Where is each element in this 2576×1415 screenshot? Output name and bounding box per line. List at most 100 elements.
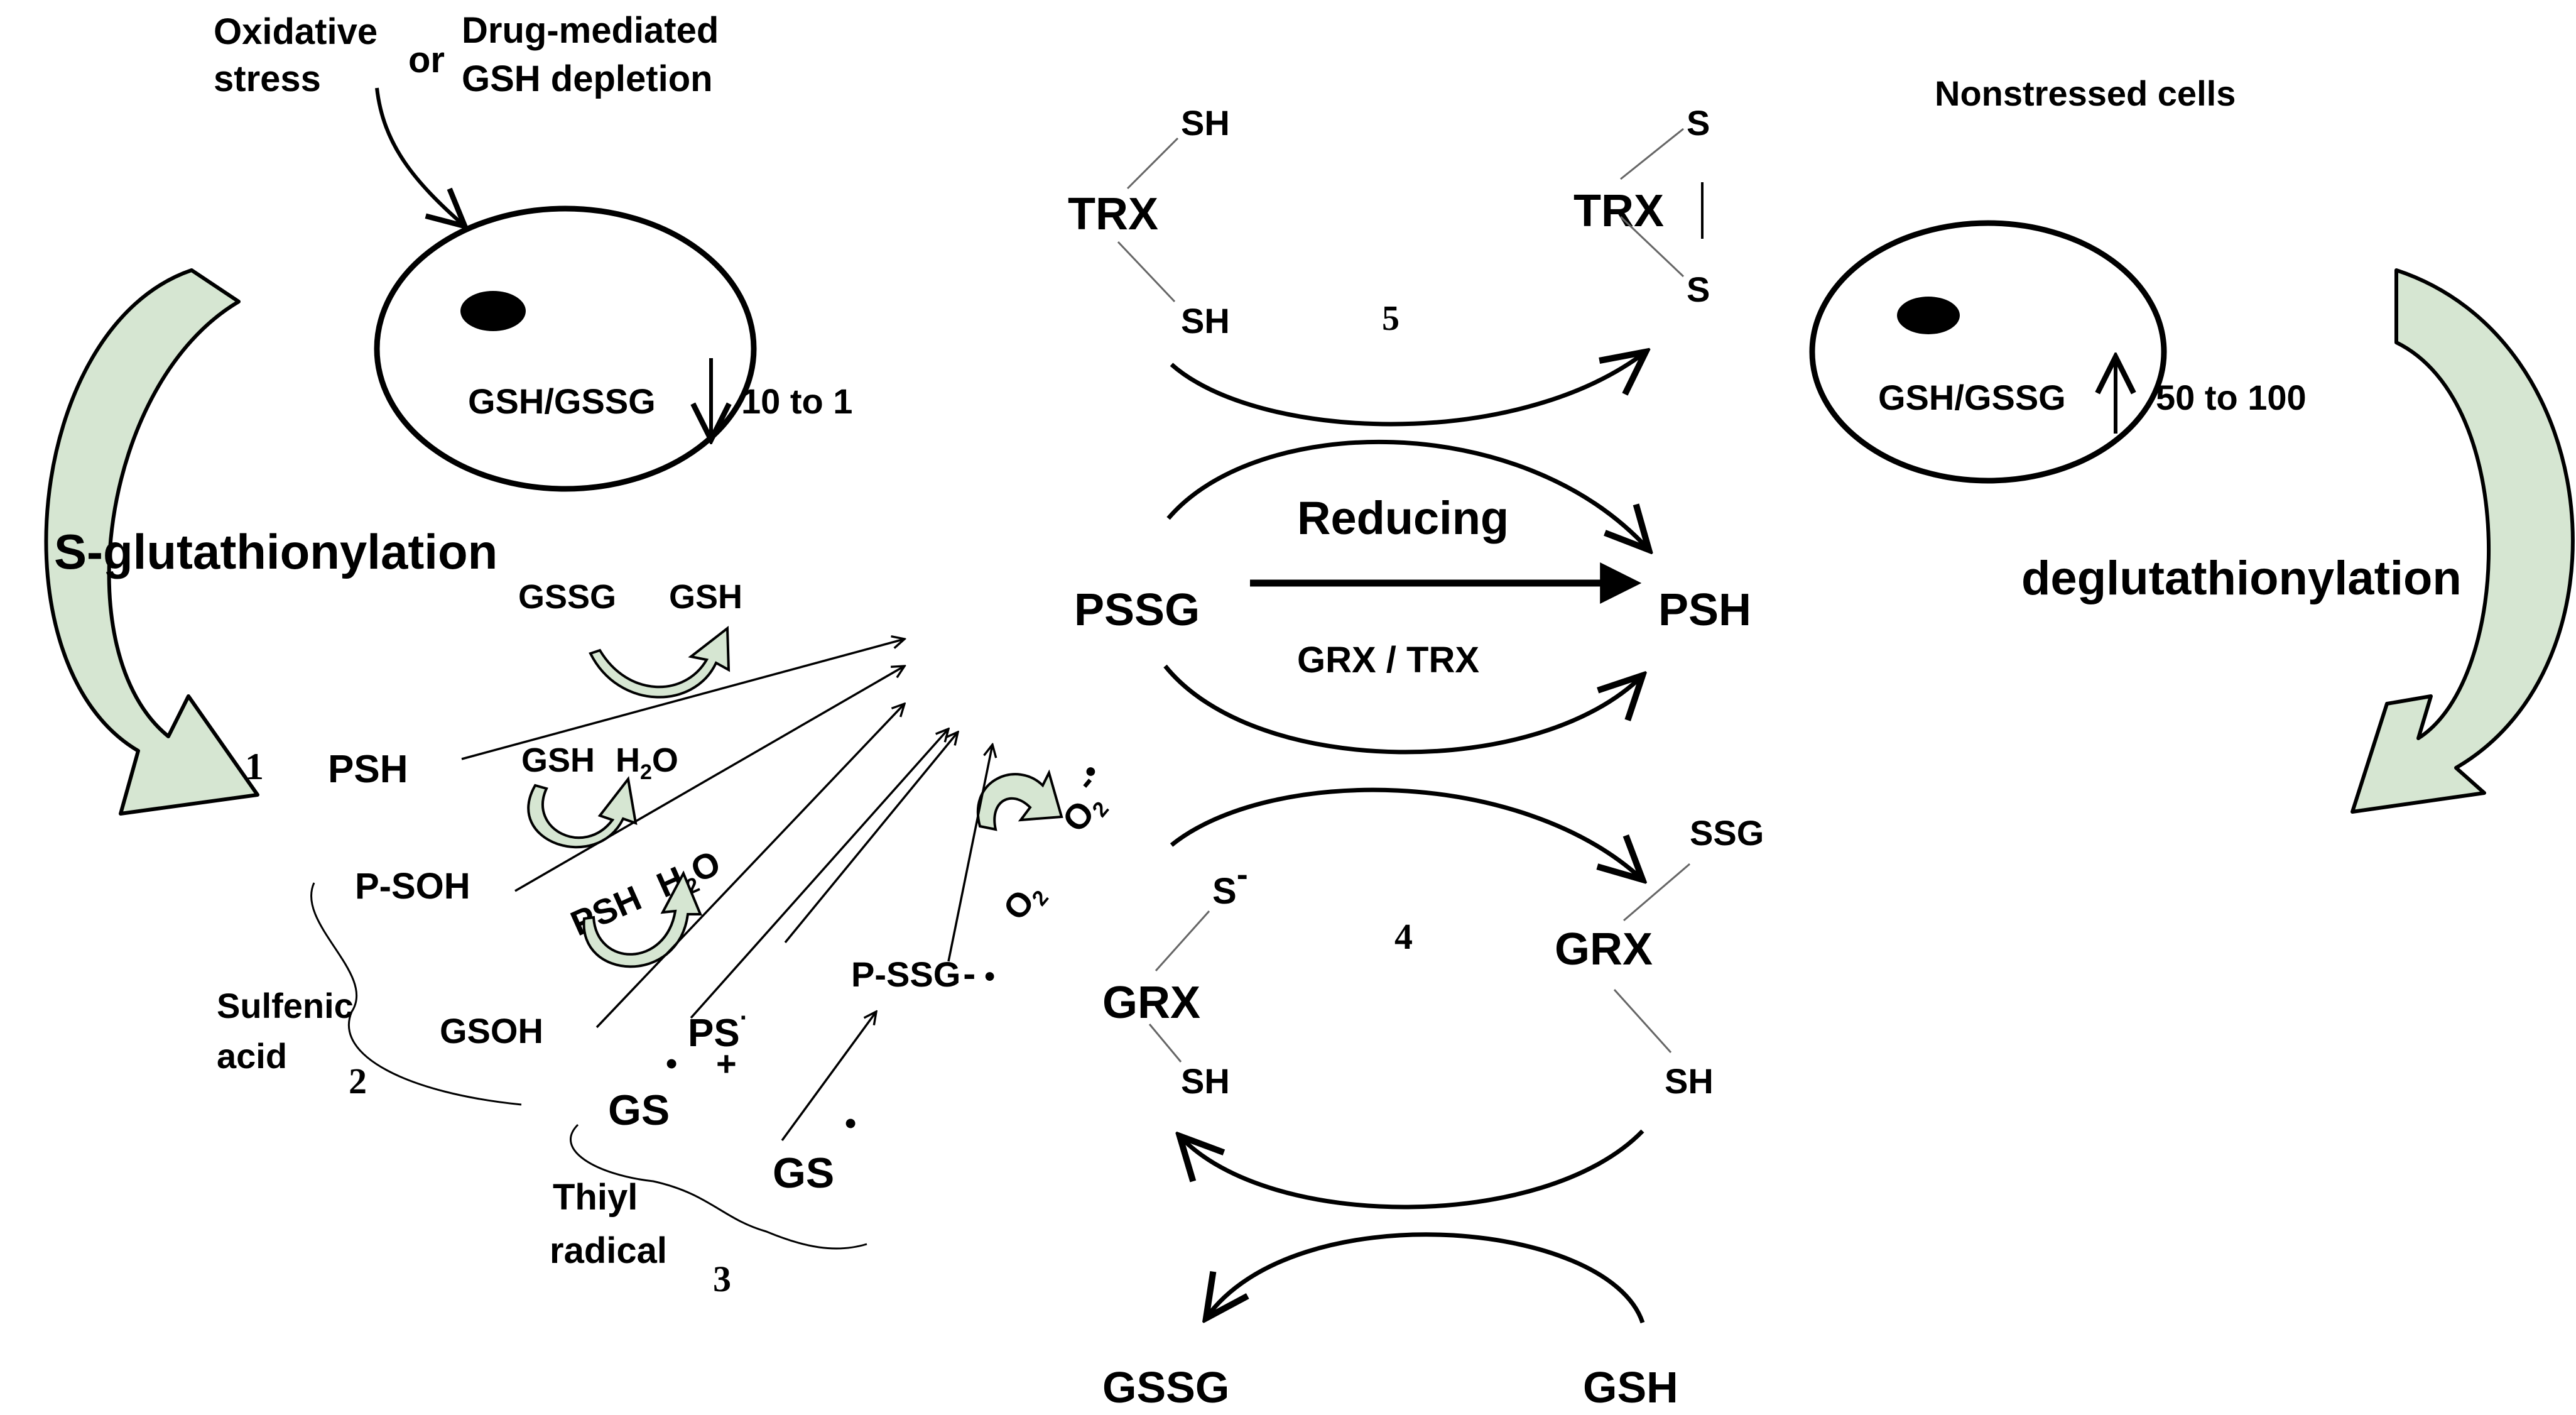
grx-left-bond-top bbox=[1155, 910, 1210, 972]
arrow-from-pssg-radical bbox=[947, 745, 992, 962]
gs-1-dot: • bbox=[666, 1046, 677, 1082]
stress-arrow bbox=[375, 87, 465, 226]
gs-1-label: GS bbox=[608, 1086, 670, 1134]
trx-cycle: TRX SH SH 5 TRX S S bbox=[1068, 103, 1710, 427]
pssg-label: PSSG bbox=[1074, 585, 1200, 635]
gs-to-pssg-arrow bbox=[781, 1012, 876, 1142]
or-label: or bbox=[408, 40, 445, 80]
grx-left-sh: SH bbox=[1181, 1061, 1230, 1101]
stressed-ratio-value: 10 to 1 bbox=[741, 381, 852, 421]
trx-reduced-label: TRX bbox=[1068, 189, 1158, 239]
pathway-1: 1 PSH GSSG GSH bbox=[245, 578, 742, 791]
sulfenic-bracket bbox=[310, 882, 522, 1106]
converging-arrows bbox=[461, 639, 992, 1029]
trx-sh-bottom: SH bbox=[1181, 301, 1230, 341]
psh-product-label: PSH bbox=[1658, 585, 1751, 635]
grx-cycle: S- GRX SH 4 GRX SSG SH GSSG GSH bbox=[1102, 787, 1764, 1412]
thiyl-bracket bbox=[570, 1123, 867, 1250]
stressed-cell-membrane bbox=[374, 205, 757, 492]
trx-oxidized-label: TRX bbox=[1573, 186, 1664, 236]
trx-s-bond-bottom bbox=[1619, 216, 1685, 278]
oxidative-label-line1: Oxidative bbox=[214, 11, 378, 52]
pathway-sulfenic: P-SOH GSH H2O PSH H2O GSOH Sulfenic acid… bbox=[217, 741, 726, 1106]
pathway-thiyl: PS· + • GS GS • P-SSG-• O2 O2-• Thiyl ra… bbox=[550, 757, 1114, 1299]
grx-right-bond-top bbox=[1623, 863, 1690, 922]
h2o-label: H2O bbox=[616, 741, 678, 784]
nonstressed-ratio-value: 50 to 100 bbox=[2156, 378, 2307, 417]
drug-label-line1: Drug-mediated bbox=[462, 10, 719, 51]
stress-trigger: Oxidative stress or Drug-mediated GSH de… bbox=[214, 10, 719, 99]
gsh-h2o-exchange-icon bbox=[527, 776, 638, 849]
grx-coupled-arrow bbox=[1163, 664, 1643, 755]
nonstressed-title: Nonstressed cells bbox=[1935, 74, 2236, 113]
arrow-from-gs-radical bbox=[784, 732, 958, 944]
trx-cycle-number: 5 bbox=[1382, 299, 1399, 338]
pathway-1-gssg: GSSG bbox=[518, 578, 616, 616]
plus-sign: + bbox=[716, 1044, 737, 1083]
grx-left-s: S- bbox=[1212, 856, 1248, 912]
deglutathionylation-curved-arrow bbox=[2350, 268, 2575, 814]
stressed-ratio-label: GSH/GSSG bbox=[468, 381, 656, 421]
oxidative-label-line2: stress bbox=[214, 58, 321, 99]
pssg-radical-label: P-SSG-• bbox=[851, 953, 995, 995]
nonstressed-cell: Nonstressed cells GSH/GSSG 50 to 100 bbox=[1809, 74, 2307, 484]
gs-2-dot: • bbox=[845, 1105, 856, 1142]
gssg-product-label: GSSG bbox=[1102, 1363, 1229, 1412]
trx-s-top: S bbox=[1687, 103, 1710, 143]
stressed-cell-nucleus bbox=[460, 291, 526, 331]
s-glutathionylation-curved-arrow bbox=[44, 268, 259, 816]
o2-exchange-icon bbox=[977, 769, 1063, 831]
pathway-1-gsh: GSH bbox=[669, 578, 742, 616]
sulfenic-label-line1: Sulfenic bbox=[217, 986, 354, 1025]
grx-right-ssg: SSG bbox=[1690, 813, 1764, 853]
pathway-2-number: 2 bbox=[349, 1061, 367, 1101]
psh-label: PSH bbox=[565, 878, 647, 943]
nonstressed-cell-membrane bbox=[1809, 220, 2167, 484]
ps-label: PS· bbox=[688, 1004, 748, 1055]
trx-sh-top: SH bbox=[1181, 103, 1230, 143]
trx-s-bottom: S bbox=[1687, 270, 1710, 309]
trx-coupled-arrow bbox=[1166, 439, 1649, 550]
gsh-label: GSH bbox=[521, 741, 595, 779]
arrow-from-ps-radical bbox=[690, 729, 948, 1019]
pathway-3-number: 3 bbox=[713, 1259, 731, 1299]
gsoh-label: GSOH bbox=[440, 1011, 543, 1051]
arrow-from-psh bbox=[461, 639, 905, 760]
trx-oxidation-arrow bbox=[1170, 352, 1646, 427]
pathway-1-psh: PSH bbox=[328, 748, 408, 791]
psoh-label: P-SOH bbox=[355, 866, 470, 907]
grx-right-label: GRX bbox=[1555, 924, 1653, 975]
deglutathionylation-label: deglutathionylation bbox=[2021, 552, 2462, 605]
stressed-cell: GSH/GSSG 10 to 1 bbox=[374, 205, 852, 492]
grx-cycle-number: 4 bbox=[1394, 916, 1413, 957]
reduction-step: PSSG PSH Reducing GRX / TRX bbox=[1074, 439, 1751, 755]
trx-s-bond-top bbox=[1620, 128, 1684, 180]
thiyl-label-line2: radical bbox=[550, 1230, 667, 1271]
arrow-from-psoh bbox=[514, 666, 905, 892]
grx-left-bond-bottom bbox=[1148, 1024, 1182, 1063]
arrow-from-gsoh bbox=[595, 704, 905, 1029]
grx-right-sh: SH bbox=[1665, 1061, 1714, 1101]
grx-regeneration-arrow bbox=[1180, 1129, 1644, 1210]
o2-label: O2 bbox=[996, 874, 1053, 931]
thiyl-label-line1: Thiyl bbox=[553, 1177, 638, 1218]
drug-label-line2: GSH depletion bbox=[462, 58, 713, 99]
s-glutathionylation-label: S-glutathionylation bbox=[54, 524, 497, 579]
nonstressed-cell-nucleus bbox=[1897, 297, 1960, 334]
trx-bond-top bbox=[1126, 137, 1179, 190]
sulfenic-label-line2: acid bbox=[217, 1036, 287, 1076]
grx-right-bond-bottom bbox=[1613, 988, 1672, 1054]
reducing-label: Reducing bbox=[1297, 492, 1509, 544]
grx-left-label: GRX bbox=[1102, 978, 1200, 1028]
enzymes-label: GRX / TRX bbox=[1297, 640, 1479, 680]
nonstressed-ratio-label: GSH/GSSG bbox=[1878, 378, 2066, 417]
gsh-to-gssg-arrow bbox=[1206, 1232, 1645, 1323]
gs-2-label: GS bbox=[773, 1149, 834, 1197]
trx-bond-bottom bbox=[1117, 241, 1176, 303]
pathway-1-number: 1 bbox=[245, 746, 264, 787]
psh-h2o-exchange-icon bbox=[582, 870, 702, 968]
pathway-1-exchange-icon bbox=[589, 626, 731, 699]
grx-glutathionylation-arrow bbox=[1170, 787, 1643, 880]
gsh-reactant-label: GSH bbox=[1583, 1363, 1678, 1412]
